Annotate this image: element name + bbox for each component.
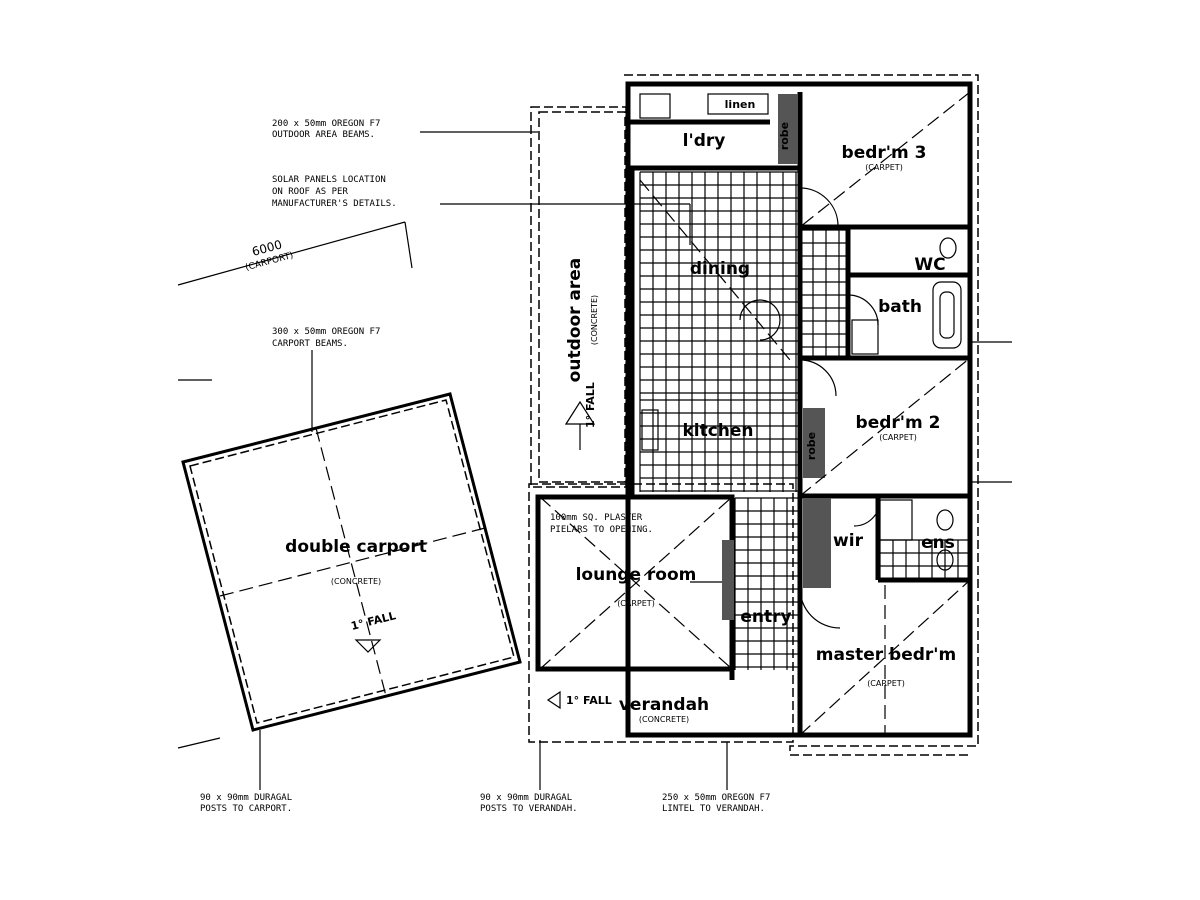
label-bath: bath (878, 297, 922, 317)
note-lintel-2: LINTEL TO VERANDAH. (662, 804, 765, 814)
fixtures (639, 93, 962, 571)
label-robe-2: robe (805, 432, 818, 460)
room-labels: bedr'm 3 (CARPET) l'dry linen robe dinin… (285, 98, 956, 724)
label-verandah-floor: (CONCRETE) (639, 715, 689, 724)
label-verandah: verandah (619, 695, 709, 715)
carport (181, 392, 522, 732)
label-double-carport-floor: (CONCRETE) (331, 577, 381, 586)
label-bedroom-3: bedr'm 3 (842, 143, 927, 163)
roof-outline (528, 74, 979, 756)
robe-hatching (722, 94, 831, 620)
label-lounge-room: lounge room (576, 565, 697, 585)
label-laundry: l'dry (683, 131, 726, 151)
label-robe-1: robe (778, 122, 791, 150)
room-diagonals (539, 91, 971, 736)
note-solar-2: ON ROOF AS PER (272, 187, 348, 197)
label-double-carport: double carport (285, 537, 427, 557)
note-posts-carport-2: POSTS TO CARPORT. (200, 804, 292, 814)
fall-arrows (354, 400, 596, 710)
label-ensuite: ens (921, 533, 955, 553)
note-beams-outdoor-2: OUTDOOR AREA BEAMS. (272, 130, 375, 140)
label-wir: wir (833, 531, 864, 551)
leader-lines (177, 131, 1012, 790)
dimensions: 6000 (CARPORT) 1° FALL 1° FALL 1° FALL (244, 237, 611, 707)
label-outdoor-area-floor: (CONCRETE) (590, 295, 599, 345)
label-bedroom-3-floor: (CARPET) (865, 163, 903, 172)
note-posts-carport-1: 90 x 90mm DURAGAL (200, 793, 292, 803)
label-dining: dining (690, 259, 750, 279)
label-wc: WC (914, 255, 945, 275)
note-beams-outdoor-1: 200 x 50mm OREGON F7 (272, 119, 380, 129)
label-linen: linen (725, 98, 756, 111)
note-beams-carport-1: 300 x 50mm OREGON F7 (272, 327, 380, 337)
label-outdoor-area: outdoor area (565, 258, 585, 383)
label-master-bedroom: master bedr'm (816, 645, 956, 665)
fall-carport: 1° FALL (350, 609, 398, 633)
note-posts-verandah-1: 90 x 90mm DURAGAL (480, 793, 572, 803)
label-kitchen: kitchen (682, 421, 753, 441)
note-plaster-1: 100mm SQ. PLASTER (550, 513, 643, 523)
label-master-bedroom-floor: (CARPET) (867, 679, 905, 688)
fall-verandah: 1° FALL (566, 694, 612, 707)
fall-outdoor: 1° FALL (584, 382, 597, 428)
note-plaster-2: PIELARS TO OPENING. (550, 525, 653, 535)
main-walls (535, 81, 973, 738)
note-lintel-1: 250 x 50mm OREGON F7 (662, 793, 770, 803)
note-solar-3: MANUFACTURER'S DETAILS. (272, 199, 397, 209)
label-lounge-room-floor: (CARPET) (617, 599, 655, 608)
label-bedroom-2-floor: (CARPET) (879, 433, 917, 442)
annotations: 200 x 50mm OREGON F7 OUTDOOR AREA BEAMS.… (200, 119, 770, 814)
tile-grid (639, 171, 970, 670)
label-bedroom-2: bedr'm 2 (856, 413, 941, 433)
note-beams-carport-2: CARPORT BEAMS. (272, 339, 348, 349)
note-posts-verandah-2: POSTS TO VERANDAH. (480, 804, 578, 814)
label-entry: entry (740, 607, 791, 627)
note-solar-1: SOLAR PANELS LOCATION (272, 175, 386, 185)
